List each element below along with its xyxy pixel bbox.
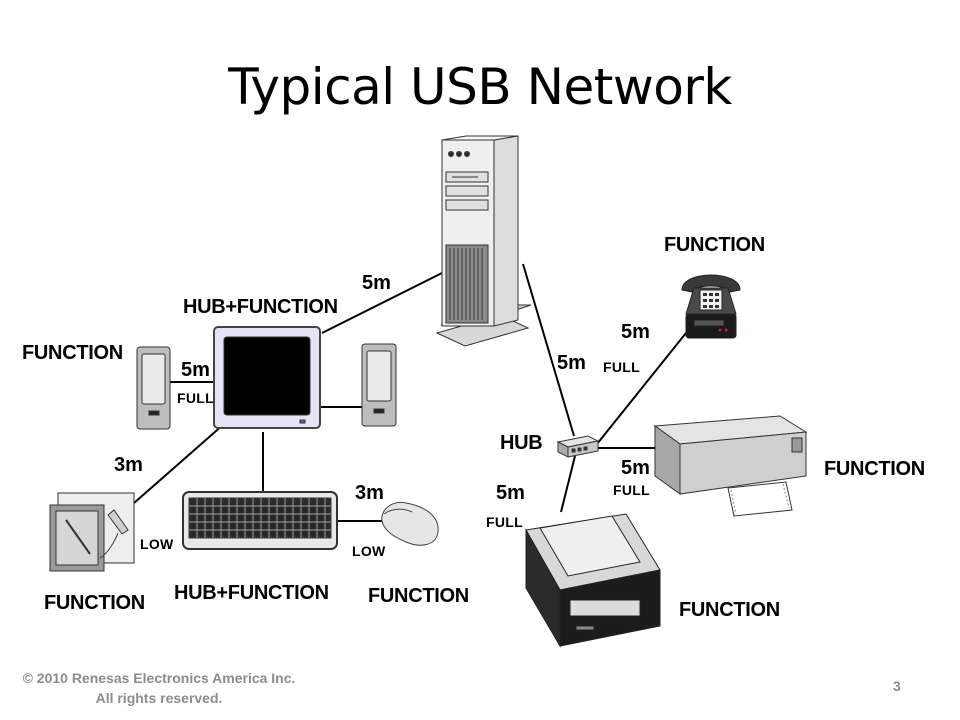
pc-hub-distance-label: 5m	[557, 352, 586, 374]
page-number: 3	[893, 678, 901, 694]
mouse-icon	[381, 501, 439, 546]
scanner-role-label: FUNCTION	[679, 599, 780, 621]
mouse-speed-label: LOW	[352, 543, 386, 559]
printer-role-label: FUNCTION	[824, 458, 925, 480]
hub-icon	[556, 435, 600, 458]
link-pc-hub	[522, 263, 575, 437]
mouse-distance-label: 3m	[355, 482, 384, 504]
phone-distance-label: 5m	[621, 321, 650, 343]
slide-title: Typical USB Network	[228, 58, 732, 116]
printer-distance-label: 5m	[621, 457, 650, 479]
monitor-speed-label: FULL	[177, 390, 214, 406]
tablet-distance-label: 3m	[114, 454, 143, 476]
tablet-role-label: FUNCTION	[44, 592, 145, 614]
link-pc-monitor	[321, 271, 445, 334]
printer-icon	[653, 415, 808, 517]
link-hub-phone	[596, 327, 691, 445]
left-speaker-icon	[136, 346, 171, 430]
scanner-icon	[525, 513, 661, 648]
keyboard-role-label: HUB+FUNCTION	[174, 582, 329, 604]
monitor-icon	[213, 326, 321, 429]
phone-role-label: FUNCTION	[664, 234, 765, 256]
pc-tower-icon	[435, 135, 532, 347]
link-hub-scanner	[560, 455, 576, 513]
keyboard-icon	[182, 491, 338, 550]
connection-lines	[133, 263, 691, 522]
scanner-distance-label: 5m	[496, 482, 525, 504]
hub-role-label: HUB	[500, 432, 543, 454]
tablet-icon	[49, 492, 135, 572]
printer-speed-label: FULL	[613, 482, 650, 498]
right-speaker-icon	[361, 343, 397, 427]
scanner-speed-label: FULL	[486, 514, 523, 530]
monitor-role-label: HUB+FUNCTION	[183, 296, 338, 318]
tablet-speed-label: LOW	[140, 536, 174, 552]
mouse-role-label: FUNCTION	[368, 585, 469, 607]
footer-copyright: © 2010 Renesas Electronics America Inc. …	[22, 670, 296, 706]
pc-monitor-distance-label: 5m	[362, 272, 391, 294]
left-speaker-role-label: FUNCTION	[22, 342, 123, 364]
monitor-distance-label: 5m	[181, 359, 210, 381]
phone-icon	[681, 274, 741, 339]
phone-speed-label: FULL	[603, 359, 640, 375]
link-monitor-tablet	[133, 423, 225, 504]
